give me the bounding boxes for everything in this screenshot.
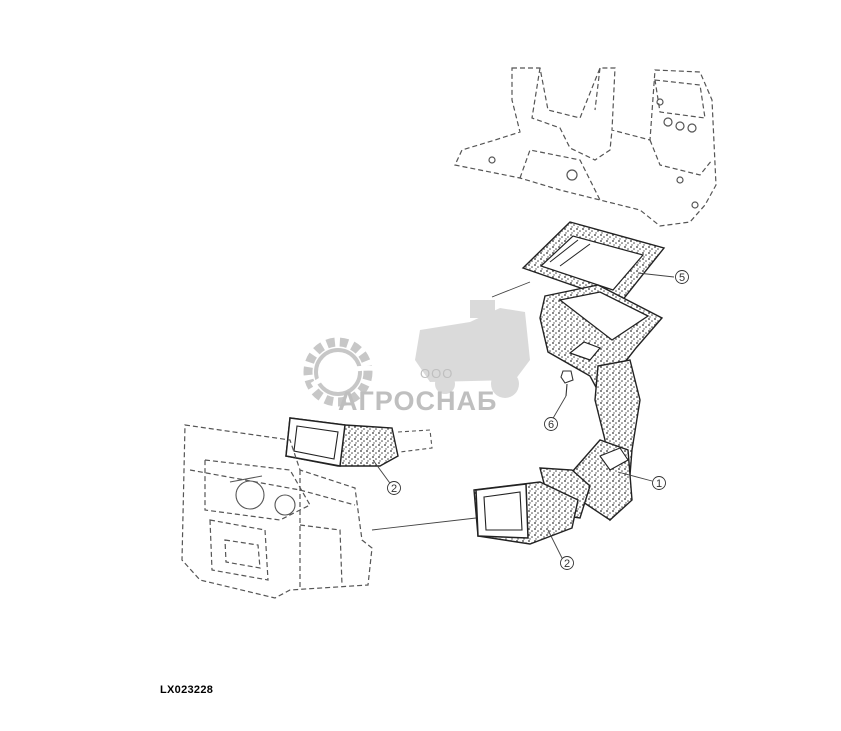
air-outlet-lower xyxy=(473,481,579,545)
watermark-company: ООО xyxy=(420,366,453,381)
dashboard-details xyxy=(229,475,296,516)
callout-labels: 5 1 2 2 6 xyxy=(391,272,685,570)
figure-id: LX023228 xyxy=(160,684,214,696)
callout-label-2-upper: 2 xyxy=(391,483,397,495)
callout-circles xyxy=(387,270,689,570)
watermark-name: АГРОСНАБ xyxy=(338,386,497,416)
cab-frame-structure xyxy=(454,67,717,227)
air-duct-main xyxy=(539,284,664,522)
callout-label-1: 1 xyxy=(656,478,662,490)
callout-label-6: 6 xyxy=(548,419,554,431)
leader-lines xyxy=(371,272,675,563)
agrosnab-watermark: ООО АГРОСНАБ xyxy=(303,300,530,416)
callout-label-2-lower: 2 xyxy=(564,558,570,570)
cab-frame-holes xyxy=(488,98,699,209)
air-outlet-upper xyxy=(285,417,433,467)
callout-label-5: 5 xyxy=(679,272,685,284)
harvester-silhouette-icon xyxy=(415,300,530,398)
gear-logo-icon xyxy=(303,337,401,407)
fastener-part xyxy=(560,370,574,397)
dashboard-console xyxy=(181,424,373,599)
